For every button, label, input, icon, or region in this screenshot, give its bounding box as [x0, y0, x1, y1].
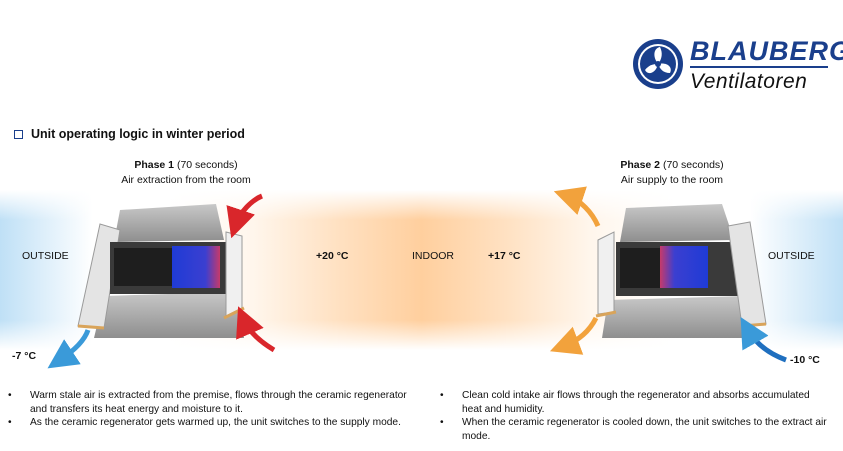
phase2-caption: Phase 2 (70 seconds) Air supply to the r… [582, 158, 762, 188]
intake-arrow-right [740, 316, 787, 363]
bullet-dot-icon: • [8, 417, 12, 428]
list-item: • Warm stale air is extracted from the pr… [8, 389, 408, 416]
phase2-duration: (70 seconds) [662, 159, 724, 171]
phase2-title: Phase 2 [620, 159, 661, 171]
checkbox-square-icon [14, 129, 23, 139]
brand-subtitle: Ventilatoren [690, 70, 808, 93]
list-item: • When the ceramic regenerator is cooled … [440, 416, 832, 443]
bullet-text: When the ceramic regenerator is cooled d… [462, 417, 827, 442]
warm-arrow-lower [236, 306, 276, 353]
brand-divider [690, 66, 828, 68]
outside-temp-phase1: -7 °C [12, 350, 37, 362]
supply-arrow-upper [553, 186, 601, 228]
section-heading: Unit operating logic in winter period [14, 127, 245, 141]
bullet-dot-icon: • [440, 390, 444, 401]
ventilation-unit-phase2 [595, 204, 767, 338]
list-item: • As the ceramic regenerator gets warmed … [8, 416, 408, 430]
bullet-dot-icon: • [8, 390, 12, 401]
indoor-temp-phase1: +20 °C [316, 250, 349, 262]
list-item: • Clean cold intake air flows through the… [440, 389, 832, 416]
bullet-list-right: • Clean cold intake air flows through the… [440, 389, 832, 443]
fan-logo-icon [632, 38, 684, 90]
indoor-label: INDOOR [412, 250, 454, 262]
phase1-duration: (70 seconds) [176, 159, 238, 171]
section-heading-text: Unit operating logic in winter period [31, 127, 245, 141]
phase2-description: Air supply to the room [620, 174, 724, 186]
phase1-title: Phase 1 [134, 159, 175, 171]
bullet-list-left: • Warm stale air is extracted from the pr… [8, 389, 408, 430]
supply-arrow-lower [549, 316, 599, 355]
bullet-text: Clean cold intake air flows through the … [462, 390, 810, 415]
phase1-caption: Phase 1 (70 seconds) Air extraction from… [96, 158, 276, 188]
bullet-text: As the ceramic regenerator gets warmed u… [30, 417, 401, 428]
phase1-description: Air extraction from the room [121, 174, 251, 186]
bullet-text: Warm stale air is extracted from the pre… [30, 390, 407, 415]
outside-left-label: OUTSIDE [22, 250, 69, 262]
ventilation-unit-phase1 [77, 204, 245, 338]
outside-right-label: OUTSIDE [768, 250, 815, 262]
bullet-dot-icon: • [440, 417, 444, 428]
warm-arrow-upper [226, 193, 264, 239]
outside-temp-phase2: -10 °C [790, 354, 820, 366]
brand-name: BLAUBERG [690, 36, 843, 66]
indoor-temp-phase2: +17 °C [488, 250, 521, 262]
exhaust-arrow-left [47, 329, 91, 369]
